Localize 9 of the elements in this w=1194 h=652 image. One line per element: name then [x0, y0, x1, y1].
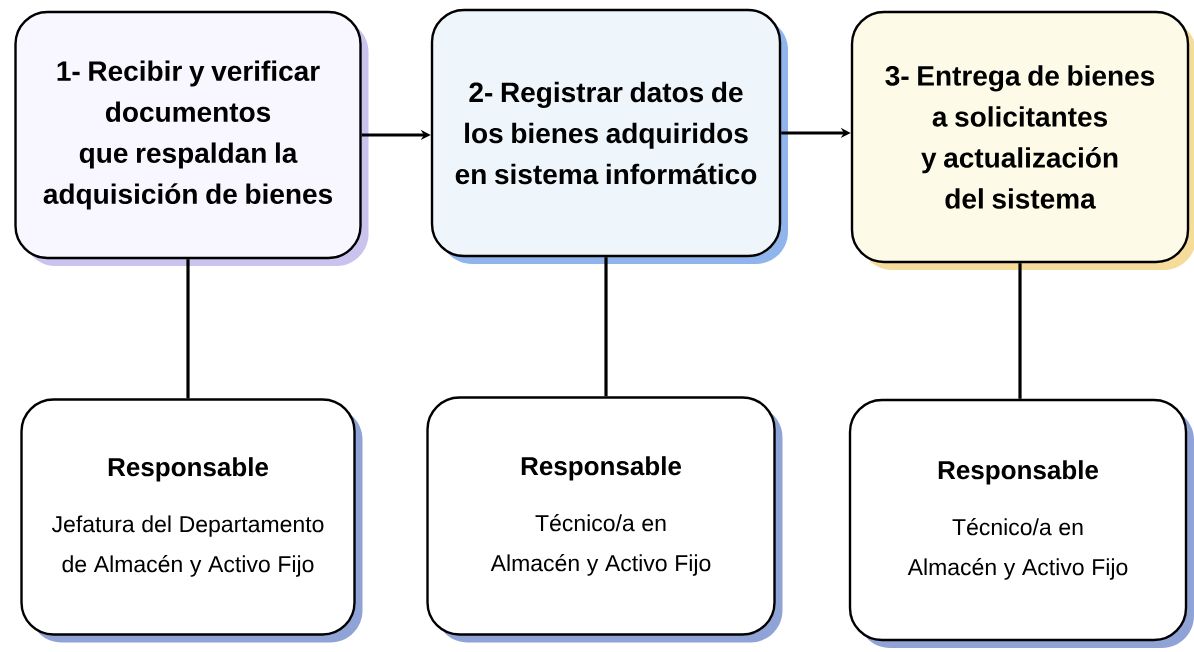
connector — [604, 257, 608, 397]
process-box: 1- Recibir y verificar documentos que respaldan la adquisición de bienes — [14, 10, 369, 266]
connector — [186, 259, 190, 399]
process-box: Responsable Jefatura del Departamento de Almacén y Activo Fijo — [20, 398, 363, 643]
process-box: 3- Entrega de bienes a solicitantes y actualización del sistema — [850, 10, 1194, 270]
process-box: Responsable Técnico/a en Almacén y Activo Fijo — [848, 398, 1194, 648]
process-box: Responsable Técnico/a en Almacén y Activo Fijo — [426, 396, 783, 643]
connector — [1018, 263, 1022, 399]
process-box: 2- Registrar datos de los bienes adquiridos en sistema informático — [430, 8, 788, 264]
